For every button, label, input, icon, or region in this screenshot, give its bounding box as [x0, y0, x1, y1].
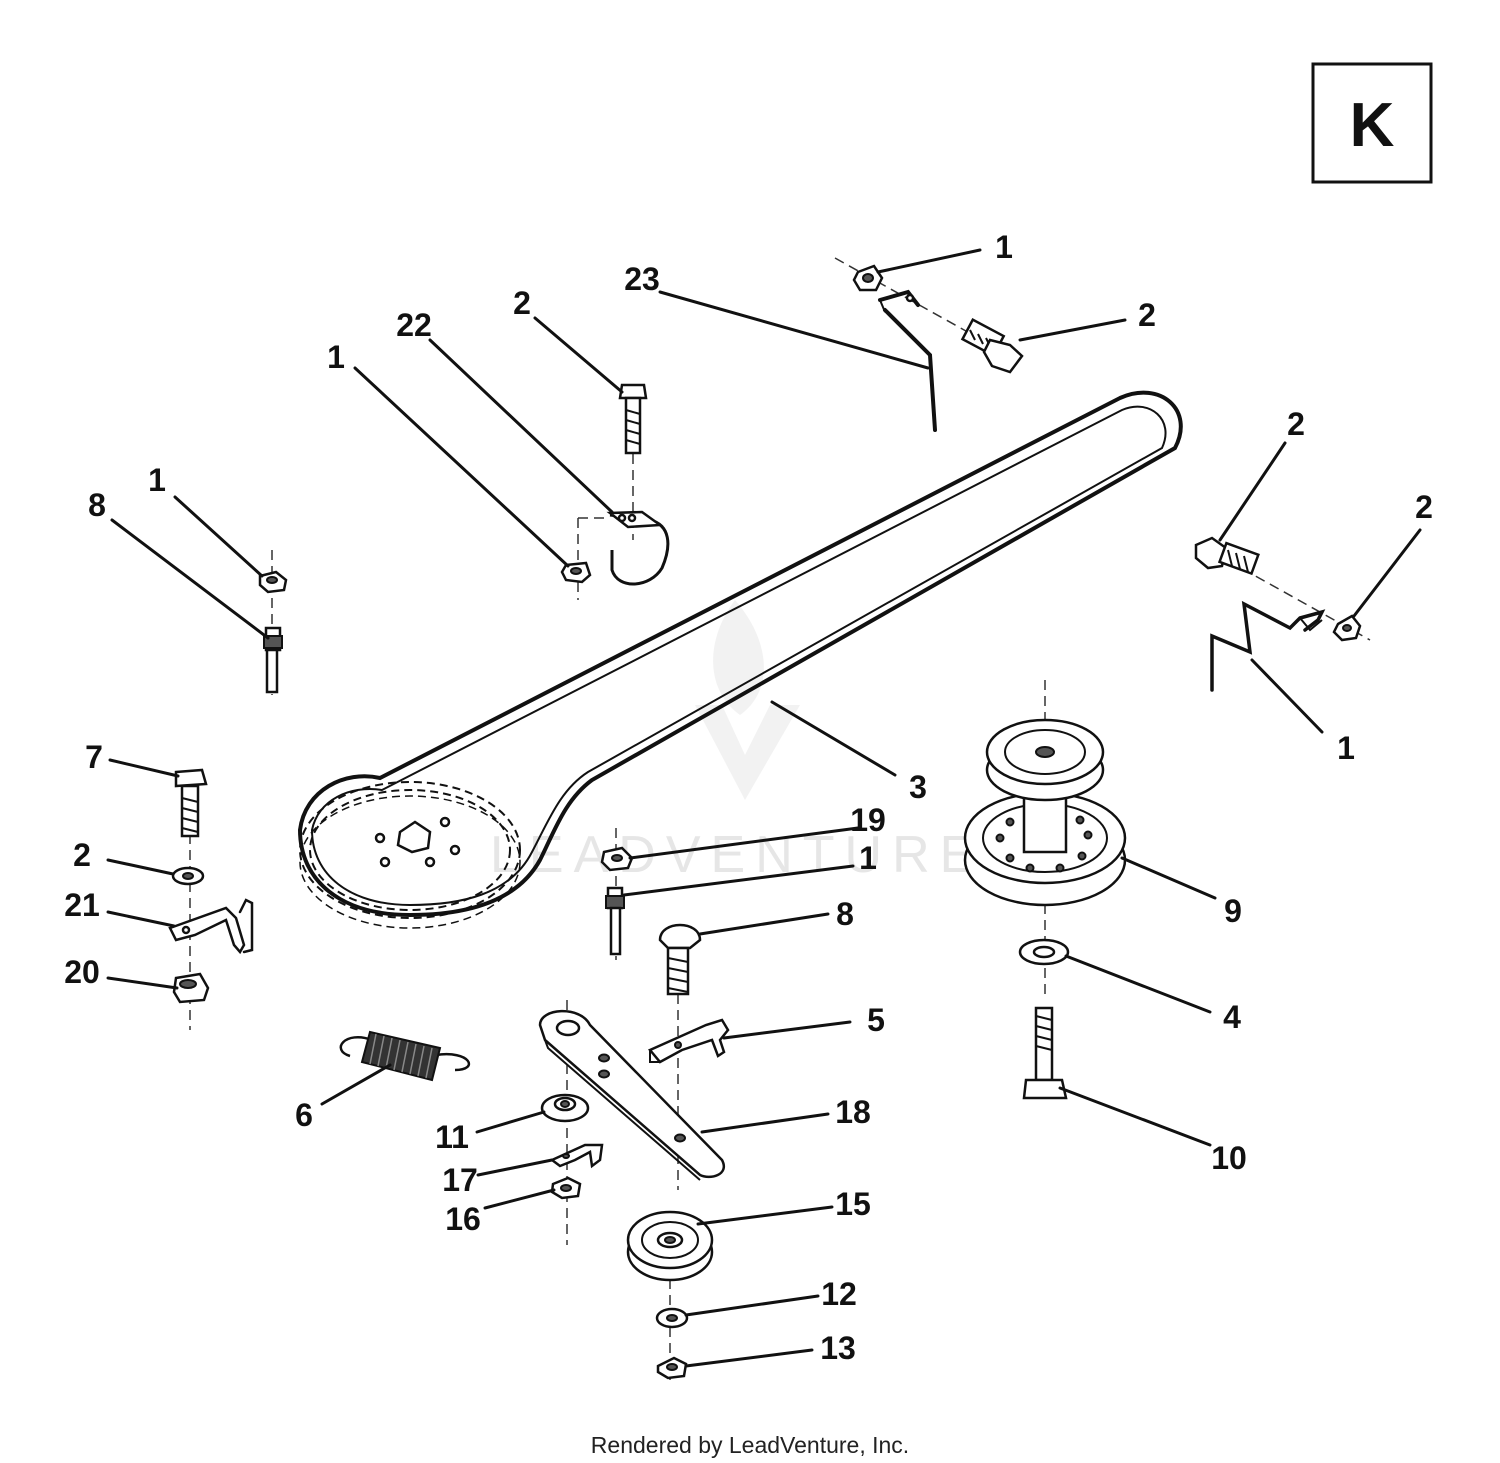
callout-8: 8: [88, 487, 106, 523]
callout-4: 9: [1224, 893, 1242, 929]
callout-17: 11: [435, 1119, 469, 1155]
callout-8: 1: [859, 840, 877, 876]
callout-5: 4: [1223, 999, 1241, 1035]
carriage-bolt-9-bracket-10[interactable]: [647, 923, 730, 1190]
watermark-text: LEADVENTURE: [490, 826, 984, 884]
callout-1: 1: [327, 339, 345, 375]
footer-credit: Rendered by LeadVenture, Inc.: [591, 1432, 909, 1458]
callout-10: 5: [867, 1002, 885, 1038]
callout-13: 12: [821, 1276, 857, 1312]
callout-1: 2: [1415, 489, 1433, 525]
watermark: LEADVENTURE: [490, 600, 984, 884]
section-label: K: [1311, 62, 1433, 184]
callout-9: 8: [836, 896, 854, 932]
callout-11: 18: [835, 1094, 871, 1130]
callout-1: 19: [850, 802, 886, 838]
callout-2: 2: [1287, 406, 1305, 442]
callout-1: 1: [148, 462, 166, 498]
callout-15: 16: [445, 1201, 481, 1237]
callout-2: 2: [513, 285, 531, 321]
belt-guide-23-assembly[interactable]: [834, 257, 1024, 432]
callout-20: 21: [64, 887, 100, 923]
right-rod-3-assembly[interactable]: [1194, 536, 1371, 692]
callout-14: 13: [820, 1330, 856, 1366]
callout-23: 23: [624, 261, 660, 297]
drive-belt[interactable]: [297, 390, 1183, 929]
callout-18: 6: [295, 1097, 313, 1133]
callout-labels: 1 2 23 2 22 1 2 1 8 2 1 3 7 2 21 20 19 1…: [64, 229, 1433, 1366]
callout-19: 20: [64, 954, 100, 990]
callout-21: 2: [73, 837, 91, 873]
pulley-4-assembly[interactable]: [963, 680, 1127, 1100]
idler-pulley-12-assembly[interactable]: [626, 1210, 714, 1380]
section-letter: K: [1350, 91, 1395, 160]
belt-guide-22-assembly[interactable]: [560, 383, 670, 600]
callout-3: 1: [1337, 730, 1355, 766]
watermark-logo-icon: [695, 600, 800, 800]
callout-2: 7: [85, 739, 103, 775]
callout-16: 17: [442, 1162, 478, 1198]
callout-7: 3: [909, 769, 927, 805]
callout-12: 15: [835, 1186, 871, 1222]
leader-lines: [106, 248, 1422, 1368]
left-stud-8-assembly[interactable]: [258, 550, 288, 695]
callout-6: 10: [1211, 1140, 1247, 1176]
extension-spring-18[interactable]: [339, 1030, 471, 1082]
callout-1: 1: [995, 229, 1013, 265]
center-stud-8-assembly[interactable]: [600, 828, 634, 960]
callout-22: 22: [396, 307, 432, 343]
left-bracket-20-assembly[interactable]: [168, 768, 254, 1030]
callout-2: 2: [1138, 297, 1156, 333]
